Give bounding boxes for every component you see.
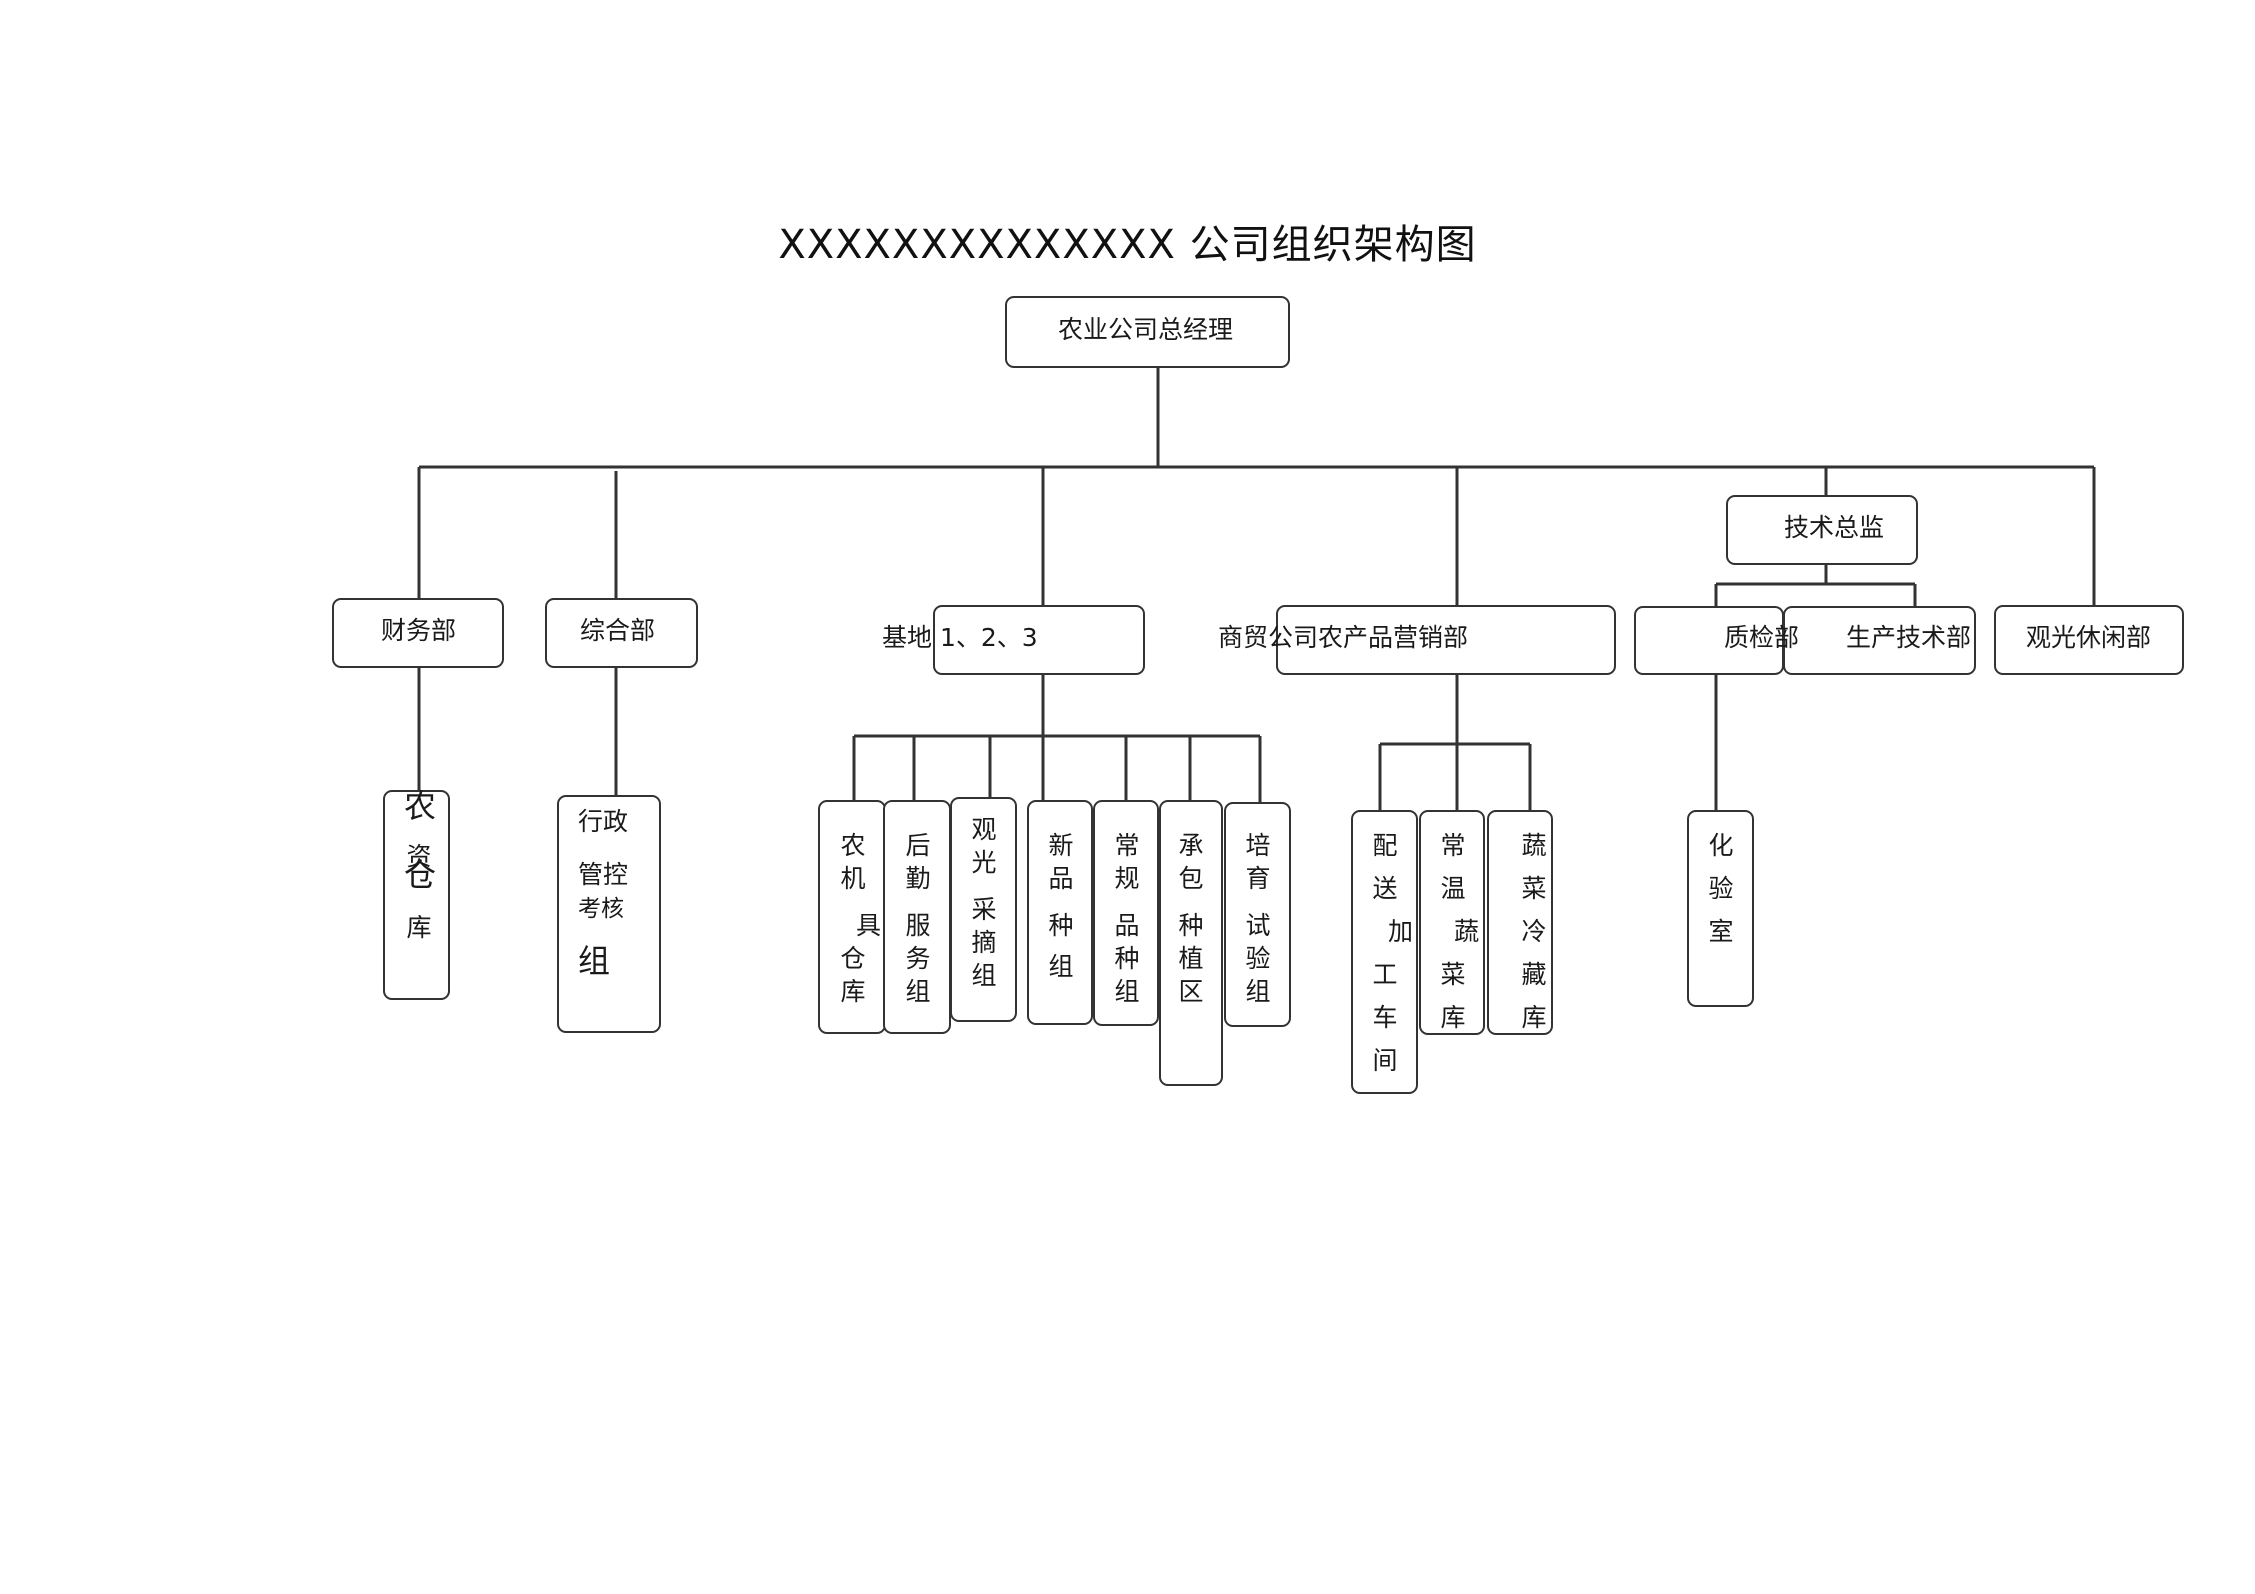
trade-sub-label-3: 蔬 菜 冷 藏 库 — [1521, 831, 1547, 1032]
finance-dept-label: 财务部 — [381, 616, 457, 645]
prod-tech-dept-box — [1783, 606, 1976, 675]
general-sub-box — [557, 795, 661, 1033]
base-sub-box-5 — [1093, 800, 1159, 1026]
base-sub-label-1: 农 机 具 仓 库 — [840, 831, 881, 1006]
base-sub-label-5: 常 规 品 种 组 — [1114, 831, 1140, 1006]
base-sub-box-7 — [1224, 802, 1291, 1027]
general-sub-line-2: 管控 — [578, 860, 629, 889]
gm-box — [1005, 296, 1290, 368]
qc-dept-label: 质检部 — [1724, 623, 1800, 652]
general-sub-line-1: 行政 — [578, 807, 629, 836]
base-sub-label-4: 新 品 种 组 — [1048, 831, 1074, 981]
base-dept-box — [933, 605, 1145, 675]
base-sub-label-6: 承 包 种 植 区 — [1178, 831, 1204, 1006]
trade-dept-label: 商贸公司农产品营销部 — [1218, 623, 1469, 652]
general-dept-box — [545, 598, 698, 668]
base-dept-label: 基地 1、2、3 — [882, 623, 1038, 652]
trade-sub-box-3 — [1487, 810, 1553, 1035]
base-sub-label-2: 后 勤 服 务 组 — [905, 831, 931, 1006]
qc-dept-box — [1634, 606, 1784, 675]
gm-label: 农业公司总经理 — [1058, 315, 1234, 344]
chart-title: XXXXXXXXXXXXXX 公司组织架构图 — [778, 222, 1477, 268]
base-sub-box-2 — [883, 800, 951, 1034]
base-sub-label-3: 观 光 采 摘 组 — [971, 815, 997, 990]
trade-sub-box-2 — [1419, 810, 1485, 1035]
general-sub-line-3: 考核 — [578, 896, 624, 922]
tech-director-label: 技术总监 — [1784, 513, 1885, 542]
finance-dept-box — [332, 598, 504, 668]
base-sub-box-3 — [950, 797, 1017, 1022]
tourism-dept-label: 观光休闲部 — [2026, 623, 2152, 652]
general-sub-line-4: 组 — [578, 942, 611, 980]
general-dept-label: 综合部 — [580, 616, 656, 645]
base-sub-label-7: 培 育 试 验 组 — [1245, 831, 1271, 1006]
base-sub-box-6 — [1159, 800, 1223, 1086]
tech-director-box — [1726, 495, 1918, 565]
page-header-mark: ····· — [1100, 0, 1132, 6]
trade-sub-label-1: 配 送 加 工 车 间 — [1372, 831, 1413, 1075]
finance-sub-box — [383, 790, 450, 1000]
prod-tech-dept-label: 生产技术部 — [1846, 623, 1972, 652]
finance-sub-label: 农 资 仓 库 — [404, 787, 437, 942]
base-sub-box-4 — [1027, 800, 1093, 1025]
qc-sub-box — [1687, 810, 1754, 1007]
tourism-dept-box — [1994, 605, 2184, 675]
trade-sub-label-2: 常 温 蔬 菜 库 — [1440, 831, 1480, 1032]
trade-dept-box — [1276, 605, 1616, 675]
trade-sub-box-1 — [1351, 810, 1418, 1094]
base-sub-box-1 — [818, 800, 886, 1034]
qc-sub-label: 化 验 室 — [1708, 831, 1734, 946]
